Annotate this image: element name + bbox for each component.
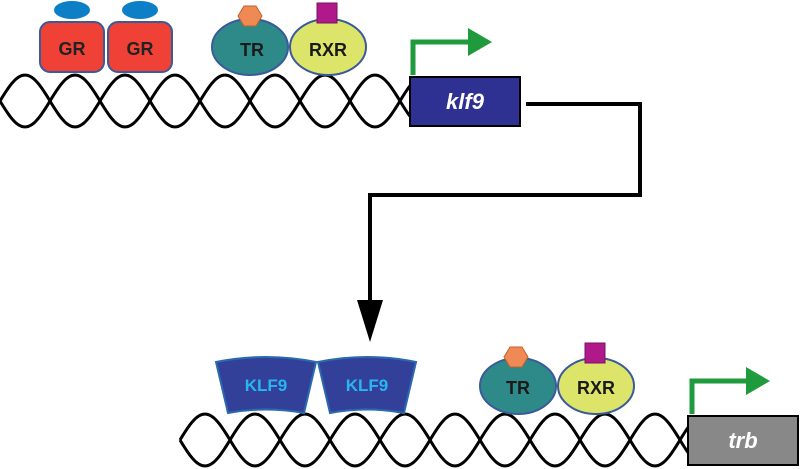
trb-promoter-arrow-icon [689, 367, 770, 414]
rxr-top-label: RXR [309, 40, 347, 60]
trb-gene-box: trb [687, 415, 799, 466]
tr-protein-bottom: TR [479, 346, 557, 415]
top-dna-helix [0, 73, 412, 129]
tr-ligand-bottom-icon [503, 346, 529, 368]
tr-ligand-top-icon [237, 5, 263, 27]
klf9-right-label: KLF9 [346, 376, 389, 395]
klf9-left-label: KLF9 [245, 376, 288, 395]
klf9-protein-right: KLF9 [316, 356, 418, 415]
gr-left-label: GR [59, 39, 86, 59]
rxr-protein-bottom: RXR [557, 342, 635, 415]
klf9-promoter-arrow-icon [410, 28, 492, 75]
tr-protein-top: TR [211, 5, 289, 76]
rxr-ligand-top-icon [316, 2, 338, 24]
bottom-dna-strand-b [178, 412, 692, 468]
tr-top-label: TR [240, 40, 264, 60]
top-dna-strand-a [0, 73, 412, 129]
trb-gene-label: trb [728, 428, 757, 453]
klf9-gene-label: klf9 [446, 89, 485, 114]
gr-ligand-right [122, 1, 158, 19]
top-dna-strand-b [0, 73, 412, 129]
tr-bottom-label: TR [506, 378, 530, 398]
gr-right-label: GR [127, 39, 154, 59]
gr-ligand-left [54, 1, 90, 19]
regulation-arrow [357, 102, 642, 342]
gr-protein-left: GR [39, 1, 105, 73]
rxr-protein-top: RXR [289, 2, 367, 76]
bottom-dna-helix [178, 412, 692, 468]
rxr-ligand-bottom-icon [584, 342, 606, 364]
klf9-gene-box: klf9 [409, 76, 521, 127]
klf9-protein-left: KLF9 [214, 356, 318, 415]
rxr-bottom-label: RXR [577, 378, 615, 398]
gr-protein-right: GR [107, 1, 173, 73]
bottom-dna-strand-a [178, 412, 692, 468]
